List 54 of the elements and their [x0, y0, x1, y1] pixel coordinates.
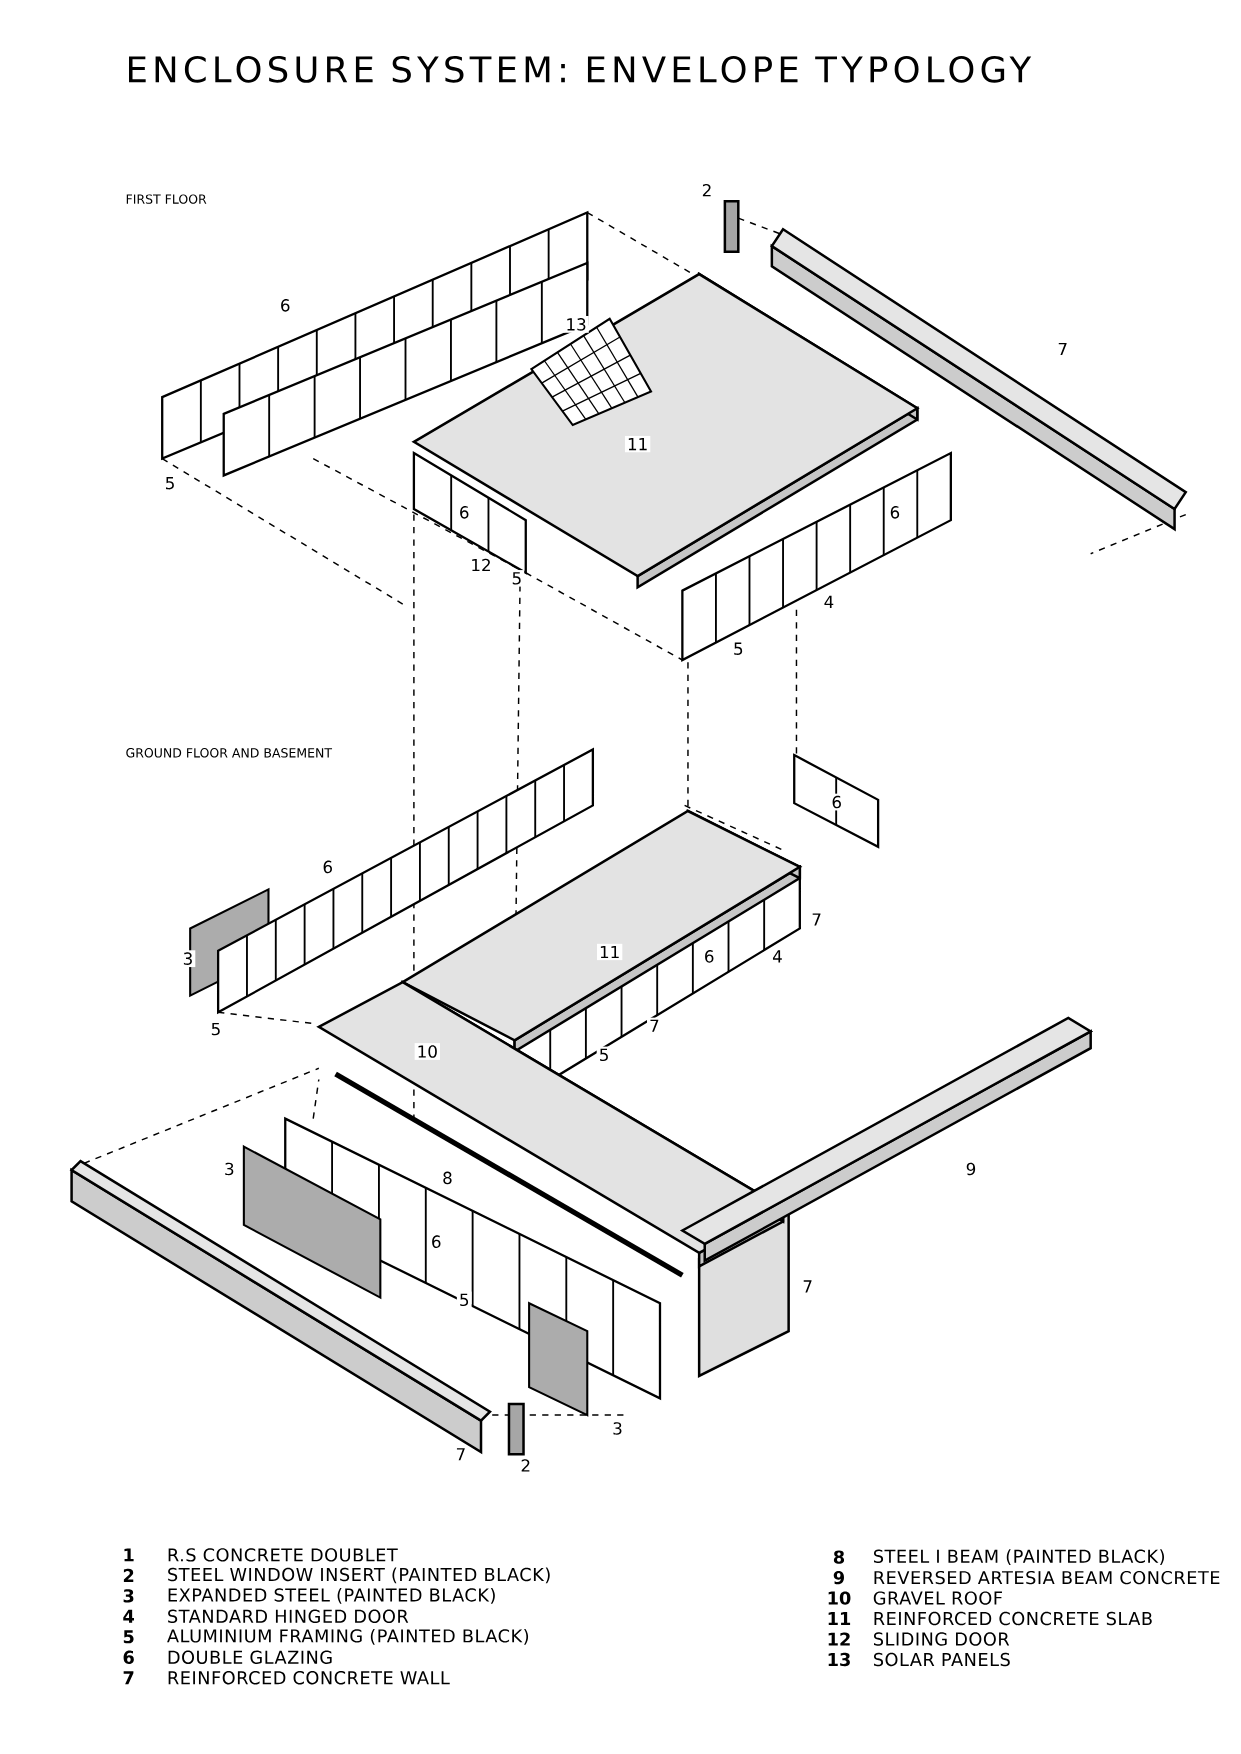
- key-number: 7: [123, 1671, 134, 1685]
- key-number: 4: [123, 1609, 135, 1623]
- callout-number: 10: [414, 1043, 441, 1060]
- callout-number: 12: [468, 556, 494, 574]
- key-text: REVERSED ARTESIA BEAM CONCRETE: [874, 1570, 1220, 1585]
- key-number: 6: [123, 1650, 135, 1664]
- key-number: 13: [828, 1652, 851, 1667]
- section-heading: GROUND FLOOR AND BASEMENT: [126, 748, 333, 758]
- key-text: STANDARD HINGED DOOR: [168, 1609, 409, 1623]
- key-number: 12: [828, 1632, 850, 1646]
- callout-number: 13: [563, 316, 589, 333]
- callout-number: 8: [440, 1169, 456, 1187]
- key-text: STEEL WINDOW INSERT (PAINTED BLACK): [168, 1567, 550, 1584]
- key-number: 2: [124, 1568, 134, 1582]
- callout-number: 5: [731, 640, 746, 658]
- callout-number: 2: [518, 1457, 534, 1474]
- callout-number: 7: [800, 1278, 816, 1295]
- key-number: 1: [124, 1548, 134, 1562]
- key-number: 3: [123, 1589, 134, 1603]
- key-text: SOLAR PANELS: [874, 1652, 1010, 1667]
- callout-number: 5: [162, 474, 178, 492]
- key-number: 9: [833, 1570, 845, 1585]
- callout-number: 6: [429, 1233, 444, 1251]
- key-text: SLIDING DOOR: [874, 1632, 1010, 1646]
- callout-number: 2: [699, 181, 715, 199]
- section-heading: FIRST FLOOR: [127, 194, 207, 204]
- callout-number: 3: [180, 950, 196, 968]
- key-number: 11: [828, 1612, 851, 1625]
- callout-number: 7: [809, 911, 825, 928]
- callout-number: 3: [610, 1420, 626, 1437]
- callout-number: 4: [821, 593, 837, 610]
- key-text: EXPANDED STEEL (PAINTED BLACK): [168, 1587, 496, 1604]
- key-number: 5: [124, 1630, 134, 1644]
- key-text: STEEL I BEAM (PAINTED BLACK): [874, 1549, 1165, 1565]
- callout-number: 7: [647, 1017, 662, 1034]
- key-text: ALUMINIUM FRAMING (PAINTED BLACK): [167, 1628, 529, 1645]
- callout-number: 9: [963, 1160, 979, 1178]
- callout-number: 6: [702, 948, 717, 965]
- key-number: 10: [828, 1591, 851, 1605]
- key-number: 8: [834, 1550, 845, 1564]
- callout-number: 5: [208, 1020, 224, 1038]
- callout-number: 7: [453, 1446, 469, 1463]
- key-text: REINFORCED CONCRETE SLAB: [874, 1611, 1152, 1626]
- callout-number: 5: [509, 570, 525, 587]
- title: ENCLOSURE SYSTEM: ENVELOPE TYPOLOGY: [129, 55, 1032, 83]
- key-text: R.S CONCRETE DOUBLET: [168, 1548, 398, 1562]
- callout-number: 6: [278, 297, 293, 314]
- key-text: DOUBLE GLAZING: [168, 1650, 332, 1664]
- callout-number: 7: [1055, 340, 1071, 358]
- callout-number: 6: [320, 858, 336, 876]
- callout-number: 4: [770, 948, 786, 965]
- key-text: GRAVEL ROOF: [874, 1591, 1003, 1605]
- callout-number: 3: [222, 1160, 237, 1178]
- key-text: REINFORCED CONCRETE WALL: [168, 1671, 450, 1685]
